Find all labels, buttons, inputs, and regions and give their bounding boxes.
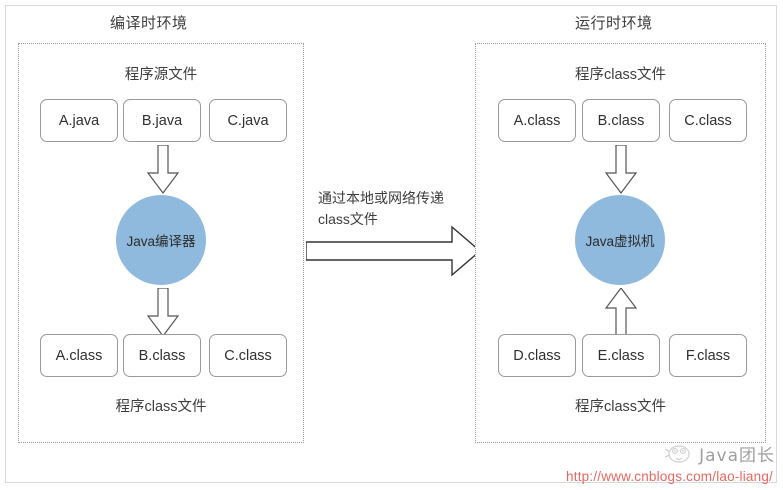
transfer-label-line2: class文件 [318, 211, 378, 227]
source-files-label: 程序源文件 [124, 67, 198, 83]
compile-time-environment-title: 编译时环境 [110, 15, 188, 32]
watermark-url: http://www.cnblogs.com/lao-liang/ [566, 469, 773, 484]
source-file-box[interactable]: A.java [40, 99, 118, 142]
compiled-class-box[interactable]: B.class [123, 334, 201, 377]
source-file-box[interactable]: B.java [123, 99, 201, 142]
up-arrow-icon [604, 288, 638, 337]
transfer-label-line1: 通过本地或网络传递 [318, 190, 444, 206]
local-class-box[interactable]: F.class [669, 334, 747, 377]
java-compiler-node[interactable]: Java编译器 [116, 195, 206, 285]
runtime-class-box[interactable]: A.class [498, 99, 576, 142]
local-class-box[interactable]: D.class [498, 334, 576, 377]
runtime-class-box[interactable]: C.class [669, 99, 747, 142]
runtime-class-box[interactable]: B.class [582, 99, 660, 142]
watermark: Java团长 [663, 441, 775, 466]
down-arrow-icon [146, 145, 180, 194]
java-virtual-machine-node[interactable]: Java虚拟机 [575, 195, 665, 285]
compiled-class-box[interactable]: C.class [209, 334, 287, 377]
local-class-box[interactable]: E.class [582, 334, 660, 377]
watermark-brand: Java团长 [699, 446, 775, 466]
runtime-class-files-label: 程序class文件 [574, 399, 667, 415]
runtime-environment-title: 运行时环境 [575, 15, 653, 32]
source-file-box[interactable]: C.java [209, 99, 287, 142]
down-arrow-icon [146, 288, 180, 337]
compiled-class-files-label: 程序class文件 [115, 399, 207, 415]
right-arrow-icon [306, 225, 482, 277]
transfer-label: 通过本地或网络传递 class文件 [318, 188, 478, 230]
compiled-class-box[interactable]: A.class [40, 334, 118, 377]
runtime-input-class-files-label: 程序class文件 [574, 67, 667, 83]
penguin-logo-icon [664, 444, 690, 463]
down-arrow-icon [604, 145, 638, 194]
